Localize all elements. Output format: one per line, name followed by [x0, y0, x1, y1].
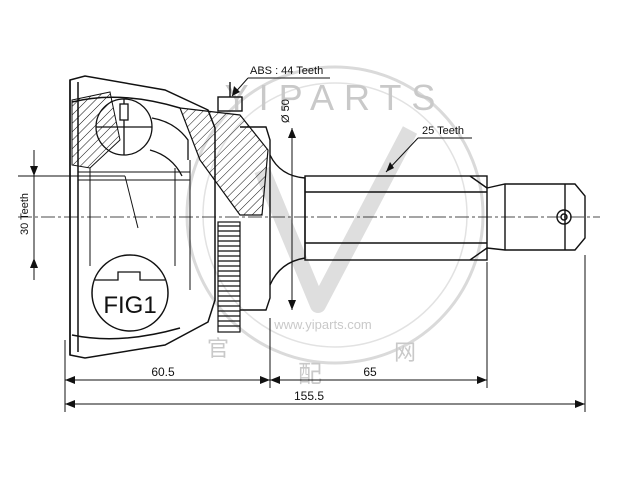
watermark-char-2: 网	[394, 340, 416, 365]
abs-ring	[217, 221, 241, 333]
dim-left-label: 60.5	[151, 365, 175, 379]
watermark-char-1: 配	[298, 361, 322, 388]
diameter-label: Ø 50	[280, 99, 292, 123]
dim-right-label: 65	[363, 365, 377, 379]
watermark-arc-text: YIPARTS	[225, 77, 446, 118]
fig1-label: FIG1	[103, 292, 156, 319]
outer-teeth-label: 25 Teeth	[422, 125, 464, 137]
watermark: YIPARTS www.yiparts.com 配 网 官	[185, 65, 485, 388]
dimension-arrowheads	[65, 376, 585, 408]
spline-shaft	[304, 175, 488, 261]
fig1-detail: FIG1	[91, 254, 169, 332]
watermark-url: www.yiparts.com	[273, 317, 372, 332]
threaded-end	[486, 183, 586, 251]
watermark-char-3: 官	[207, 336, 229, 361]
inner-race	[78, 160, 191, 290]
ball-cage	[95, 98, 189, 177]
bottom-dimensions	[64, 255, 586, 412]
dim-total-label: 155.5	[294, 389, 324, 403]
abs-teeth-label: ABS : 44 Teeth	[250, 65, 323, 77]
inner-teeth-label: 30 Teeth	[19, 193, 31, 235]
flange	[217, 82, 271, 311]
